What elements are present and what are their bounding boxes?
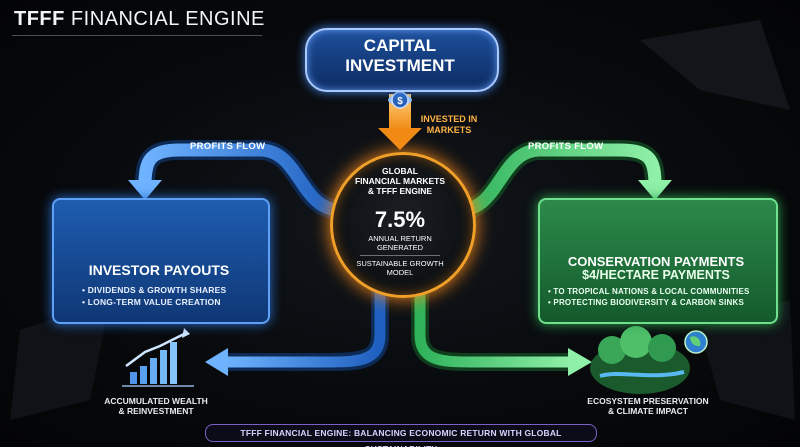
hub-return-rate: 7.5%: [374, 207, 426, 232]
conservation-bullet-1: • TO TROPICAL NATIONS & LOCAL COMMUNITIE…: [548, 287, 750, 296]
ecosystem-caption: ECOSYSTEM PRESERVATION & CLIMATE IMPACT: [578, 396, 718, 416]
profits-flow-left-label: PROFITS FLOW: [190, 141, 266, 152]
arrowhead-eco: [568, 348, 592, 376]
bg-shape: [10, 300, 110, 420]
hub-rate-caption2: GENERATED: [376, 243, 424, 252]
capital-investment-box: [305, 28, 499, 92]
conservation-bullet-2: • PROTECTING BIODIVERSITY & CARBON SINKS: [548, 298, 745, 307]
hub-model-caption: SUSTAINABLE GROWTH MODEL: [346, 259, 454, 277]
investor-payouts-title: INVESTOR PAYOUTS: [88, 262, 230, 278]
arrowhead-left-down: [128, 180, 162, 200]
hub-rate-caption: ANNUAL RETURN GENERATED: [346, 234, 454, 252]
page-title: TFFF FINANCIAL ENGINE: [14, 8, 265, 31]
hub-line2: FINANCIAL MARKETS: [354, 176, 446, 186]
profits-flow-right-arrow: [453, 143, 662, 217]
conservation-payments-title: CONSERVATION PAYMENTS: [567, 254, 745, 269]
investor-bullet-1: • DIVIDENDS & GROWTH SHARES: [82, 285, 227, 295]
hub-title: GLOBAL FINANCIAL MARKETS & TFFF ENGINE: [336, 166, 464, 196]
arrowhead-right-down: [638, 180, 672, 200]
ecosystem-line2: & CLIMATE IMPACT: [608, 406, 688, 416]
coins-dollar-icon: $: [388, 91, 412, 109]
page-title-rest: FINANCIAL ENGINE: [64, 8, 265, 30]
wealth-caption: ACCUMULATED WEALTH & REINVESTMENT: [86, 396, 226, 416]
svg-text:$: $: [397, 96, 403, 107]
wealth-bar-chart-icon: [122, 328, 194, 387]
hub-rate-caption1: ANNUAL RETURN: [368, 234, 432, 243]
investor-bullet-2: • LONG-TERM VALUE CREATION: [82, 297, 221, 307]
profits-flow-left-arrow: [138, 143, 347, 217]
page-title-bold: TFFF: [14, 8, 65, 30]
capital-line2: INVESTMENT: [345, 56, 455, 75]
hub-model2: MODEL: [386, 268, 414, 277]
conservation-payments-rate: $4/HECTARE PAYMENTS: [582, 268, 730, 282]
conservation-payments-panel: [538, 198, 778, 324]
invested-line1: INVESTED IN: [420, 114, 478, 124]
wealth-flow-arrow: [219, 286, 386, 368]
arrowhead-wealth: [205, 348, 228, 376]
eco-flow-arrow: [414, 286, 576, 368]
hub-divider: [360, 255, 440, 256]
hub-line1: GLOBAL: [382, 166, 418, 176]
profits-flow-right-label: PROFITS FLOW: [528, 141, 604, 152]
hub-model1: SUSTAINABLE GROWTH: [356, 259, 444, 268]
financial-engine-hub: [330, 152, 476, 298]
ecosystem-landscape-icon: [590, 326, 708, 394]
capital-line1: CAPITAL: [363, 36, 437, 55]
wealth-line2: & REINVESTMENT: [118, 406, 194, 416]
investor-payouts-panel: [52, 198, 270, 324]
wealth-line1: ACCUMULATED WEALTH: [104, 396, 208, 406]
hub-line3: & TFFF ENGINE: [367, 186, 433, 196]
invested-line2: MARKETS: [426, 125, 472, 135]
ecosystem-line1: ECOSYSTEM PRESERVATION: [587, 396, 709, 406]
bg-shape: [700, 300, 795, 420]
footer-banner: TFFF FINANCIAL ENGINE: BALANCING ECONOMI…: [205, 424, 597, 447]
bg-shape: [640, 20, 790, 110]
title-underline: [12, 35, 262, 36]
invested-in-markets-label: INVESTED IN MARKETS: [414, 114, 484, 136]
invest-arrowhead: [378, 128, 422, 150]
capital-investment-label: CAPITAL INVESTMENT: [305, 36, 495, 76]
